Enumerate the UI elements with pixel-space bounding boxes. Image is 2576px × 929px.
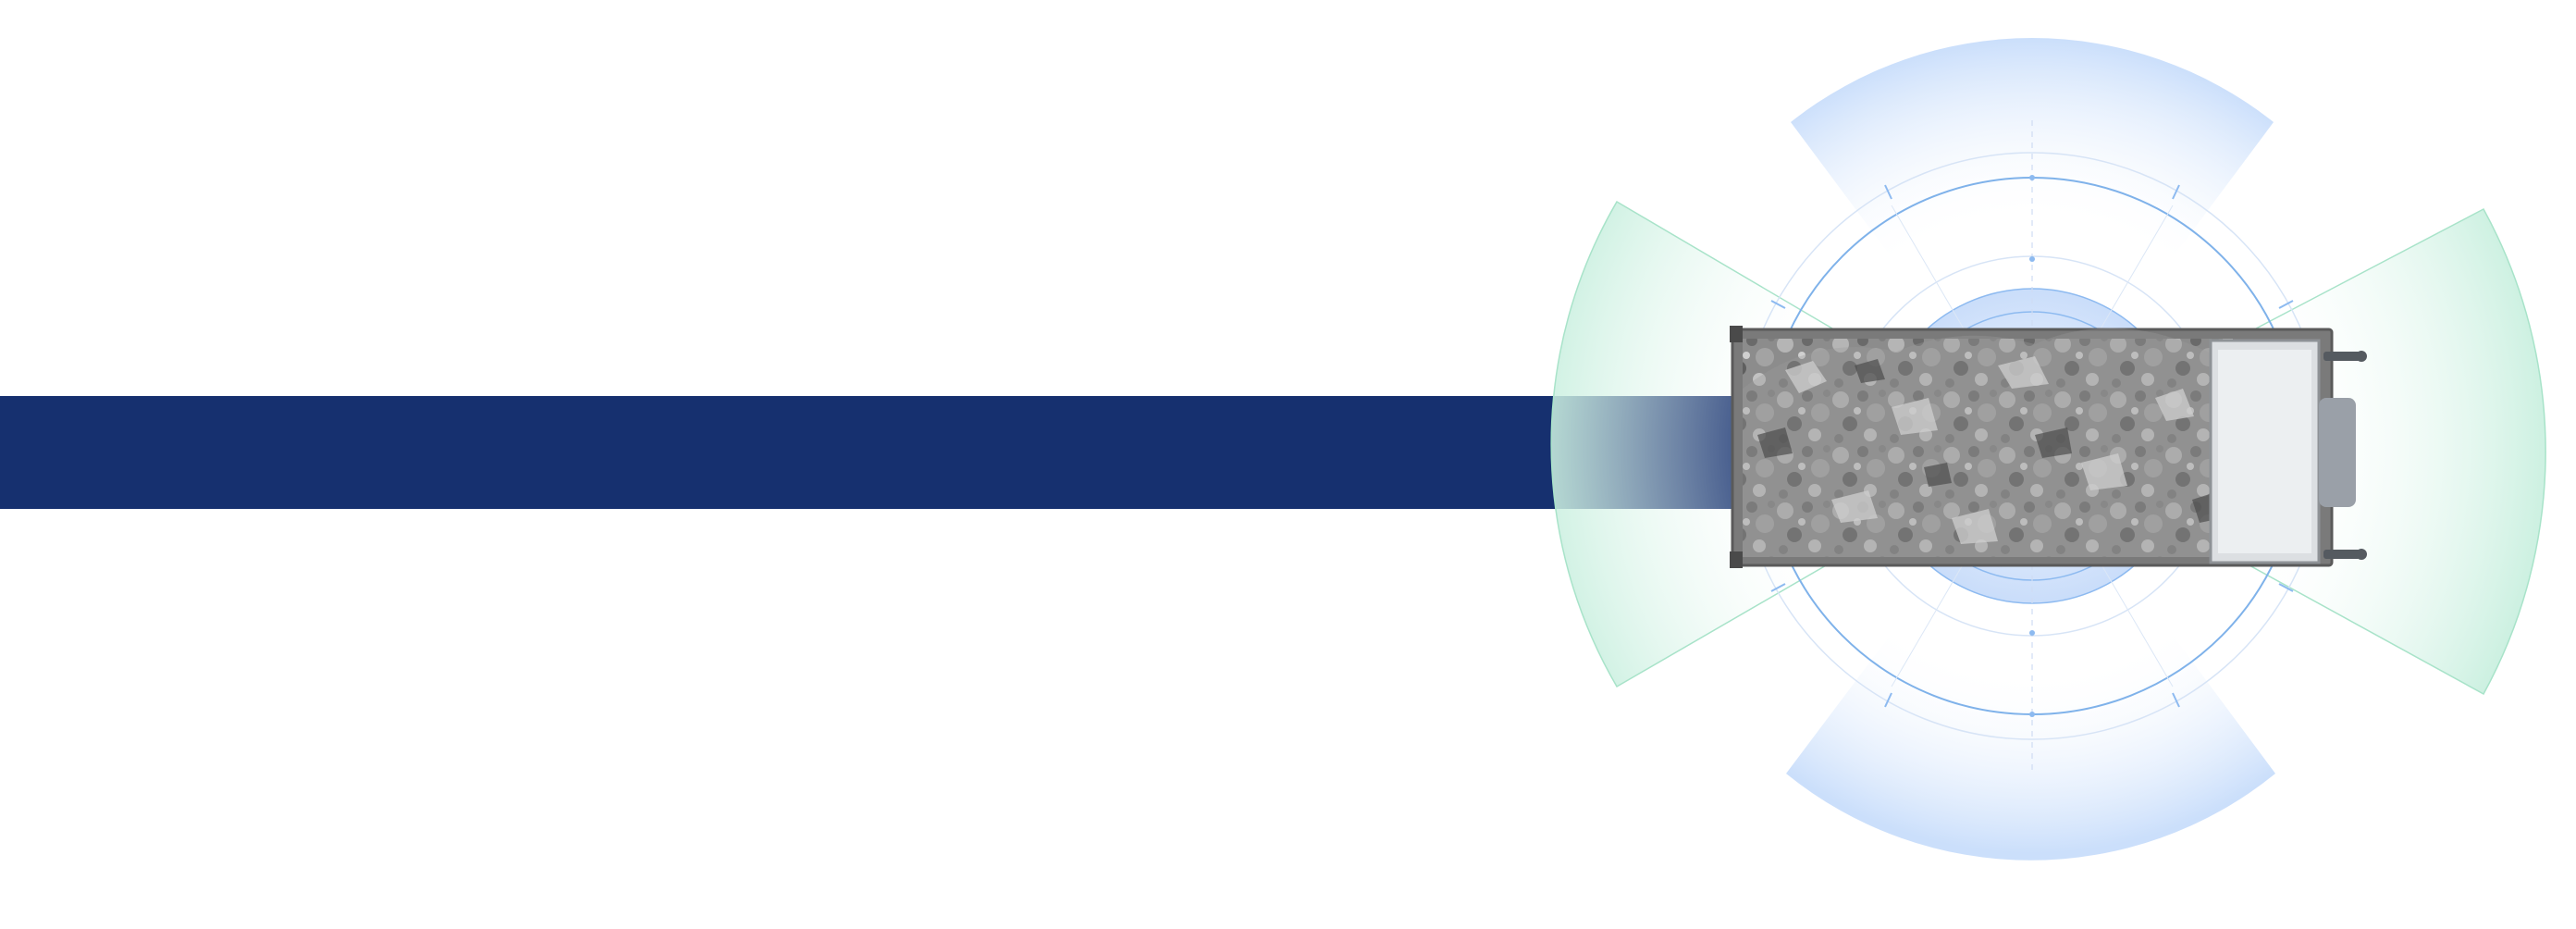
bottom-sensor-zone: [1786, 446, 2275, 861]
navy-stripe: [0, 396, 1739, 509]
top-sensor-zone: [1791, 38, 2274, 446]
truck-top-view: [1730, 326, 2367, 568]
